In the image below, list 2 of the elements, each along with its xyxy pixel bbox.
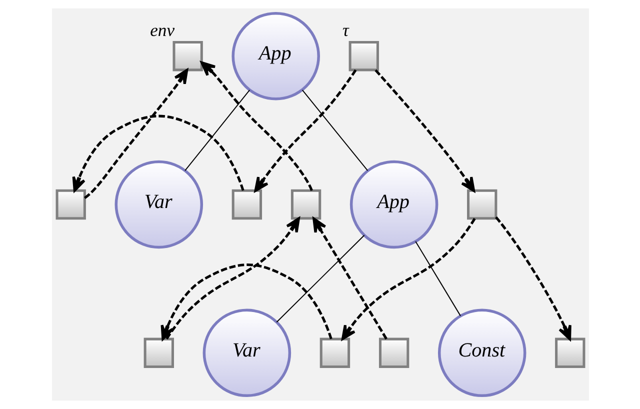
- node-label: env: [150, 20, 174, 40]
- node-label: τ: [342, 20, 348, 40]
